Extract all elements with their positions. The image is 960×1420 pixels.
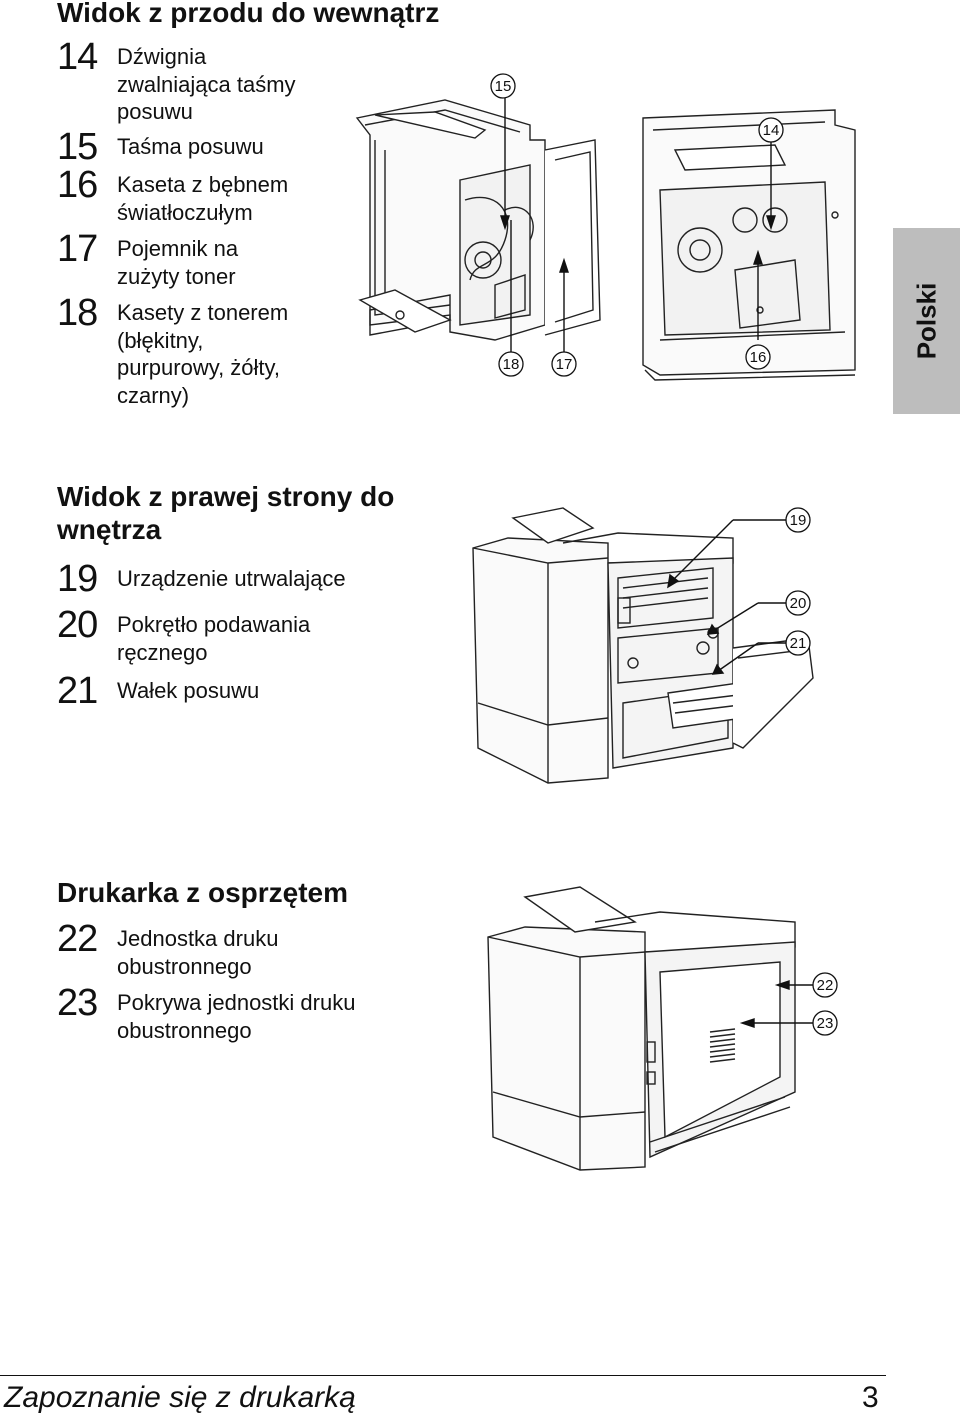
- language-tab-label: Polski: [911, 282, 941, 360]
- callout-14: 14: [758, 117, 784, 143]
- legend-item: 18 Kasety z tonerem (błękitny, purpurowy…: [57, 294, 397, 412]
- language-tab: Polski: [893, 228, 960, 414]
- callout-19: 19: [785, 507, 811, 533]
- legend-number: 22: [57, 918, 98, 960]
- legend-label: Dźwignia zwalniająca taśmy posuwu: [117, 44, 296, 124]
- legend-label: Pokrętło podawania ręcznego: [117, 612, 311, 665]
- legend-item: 21 Wałek posuwu: [57, 672, 397, 712]
- legend-number: 16: [57, 164, 98, 206]
- svg-text:18: 18: [503, 356, 520, 373]
- legend-item: 23 Pokrywa jednostki druku obustronnego: [57, 984, 397, 1048]
- legend-number: 18: [57, 292, 98, 334]
- callout-20: 20: [785, 590, 811, 616]
- section-title-right-view: Widok z prawej strony do wnętrza: [57, 481, 395, 545]
- svg-text:15: 15: [495, 78, 512, 95]
- callout-17: 17: [551, 351, 577, 377]
- legend-number: 14: [57, 36, 98, 78]
- svg-text:17: 17: [556, 356, 573, 373]
- legend-number: 21: [57, 670, 98, 712]
- right-view-illustration: 19 20 21: [468, 503, 818, 793]
- options-illustration: 22 23: [485, 882, 845, 1172]
- svg-text:14: 14: [763, 122, 780, 139]
- legend-label: Urządzenie utrwalające: [117, 566, 346, 591]
- legend-number: 15: [57, 126, 98, 168]
- legend-label: Wałek posuwu: [117, 678, 260, 703]
- legend-label: Kasety z tonerem (błękitny, purpurowy, ż…: [117, 300, 289, 408]
- svg-text:19: 19: [790, 512, 807, 529]
- svg-text:21: 21: [790, 635, 807, 652]
- section-title-front-view: Widok z przodu do wewnątrz: [57, 0, 440, 28]
- legend-number: 23: [57, 982, 98, 1024]
- callout-21: 21: [785, 630, 811, 656]
- svg-text:23: 23: [817, 1015, 834, 1032]
- legend-label: Jednostka druku obustronnego: [117, 926, 279, 979]
- svg-text:20: 20: [790, 595, 807, 612]
- page-number: 3: [862, 1381, 879, 1414]
- right-view-legend: 19 Urządzenie utrwalające 20 Pokrętło po…: [57, 560, 397, 712]
- svg-text:22: 22: [817, 977, 834, 994]
- front-view-illustration: 15 18 17 14 16: [355, 70, 875, 385]
- legend-label: Kaseta z bębnem światłoczułym: [117, 172, 289, 225]
- footer-divider: [0, 1375, 886, 1376]
- callout-22: 22: [812, 972, 838, 998]
- section-title-options: Drukarka z osprzętem: [57, 877, 349, 908]
- legend-item: 16 Kaseta z bębnem światłoczułym: [57, 166, 397, 230]
- callout-18: 18: [498, 351, 524, 377]
- callout-15: 15: [490, 73, 516, 99]
- front-view-legend: 14 Dźwignia zwalniająca taśmy posuwu 15 …: [57, 38, 397, 412]
- legend-number: 20: [57, 604, 98, 646]
- legend-label: Taśma posuwu: [117, 134, 264, 159]
- callout-16: 16: [745, 344, 771, 370]
- legend-label: Pokrywa jednostki druku obustronnego: [117, 990, 356, 1043]
- legend-label: Pojemnik na zużyty toner: [117, 236, 239, 289]
- legend-item: 22 Jednostka druku obustronnego: [57, 920, 397, 984]
- options-legend: 22 Jednostka druku obustronnego 23 Pokry…: [57, 920, 397, 1048]
- legend-item: 14 Dźwignia zwalniająca taśmy posuwu: [57, 38, 397, 128]
- callout-23: 23: [812, 1010, 838, 1036]
- svg-text:16: 16: [750, 349, 767, 366]
- legend-number: 19: [57, 558, 98, 600]
- legend-item: 15 Taśma posuwu: [57, 128, 397, 166]
- legend-item: 19 Urządzenie utrwalające: [57, 560, 397, 606]
- legend-number: 17: [57, 228, 98, 270]
- legend-item: 17 Pojemnik na zużyty toner: [57, 230, 397, 294]
- footer-title: Zapoznanie się z drukarką: [4, 1381, 356, 1414]
- legend-item: 20 Pokrętło podawania ręcznego: [57, 606, 397, 672]
